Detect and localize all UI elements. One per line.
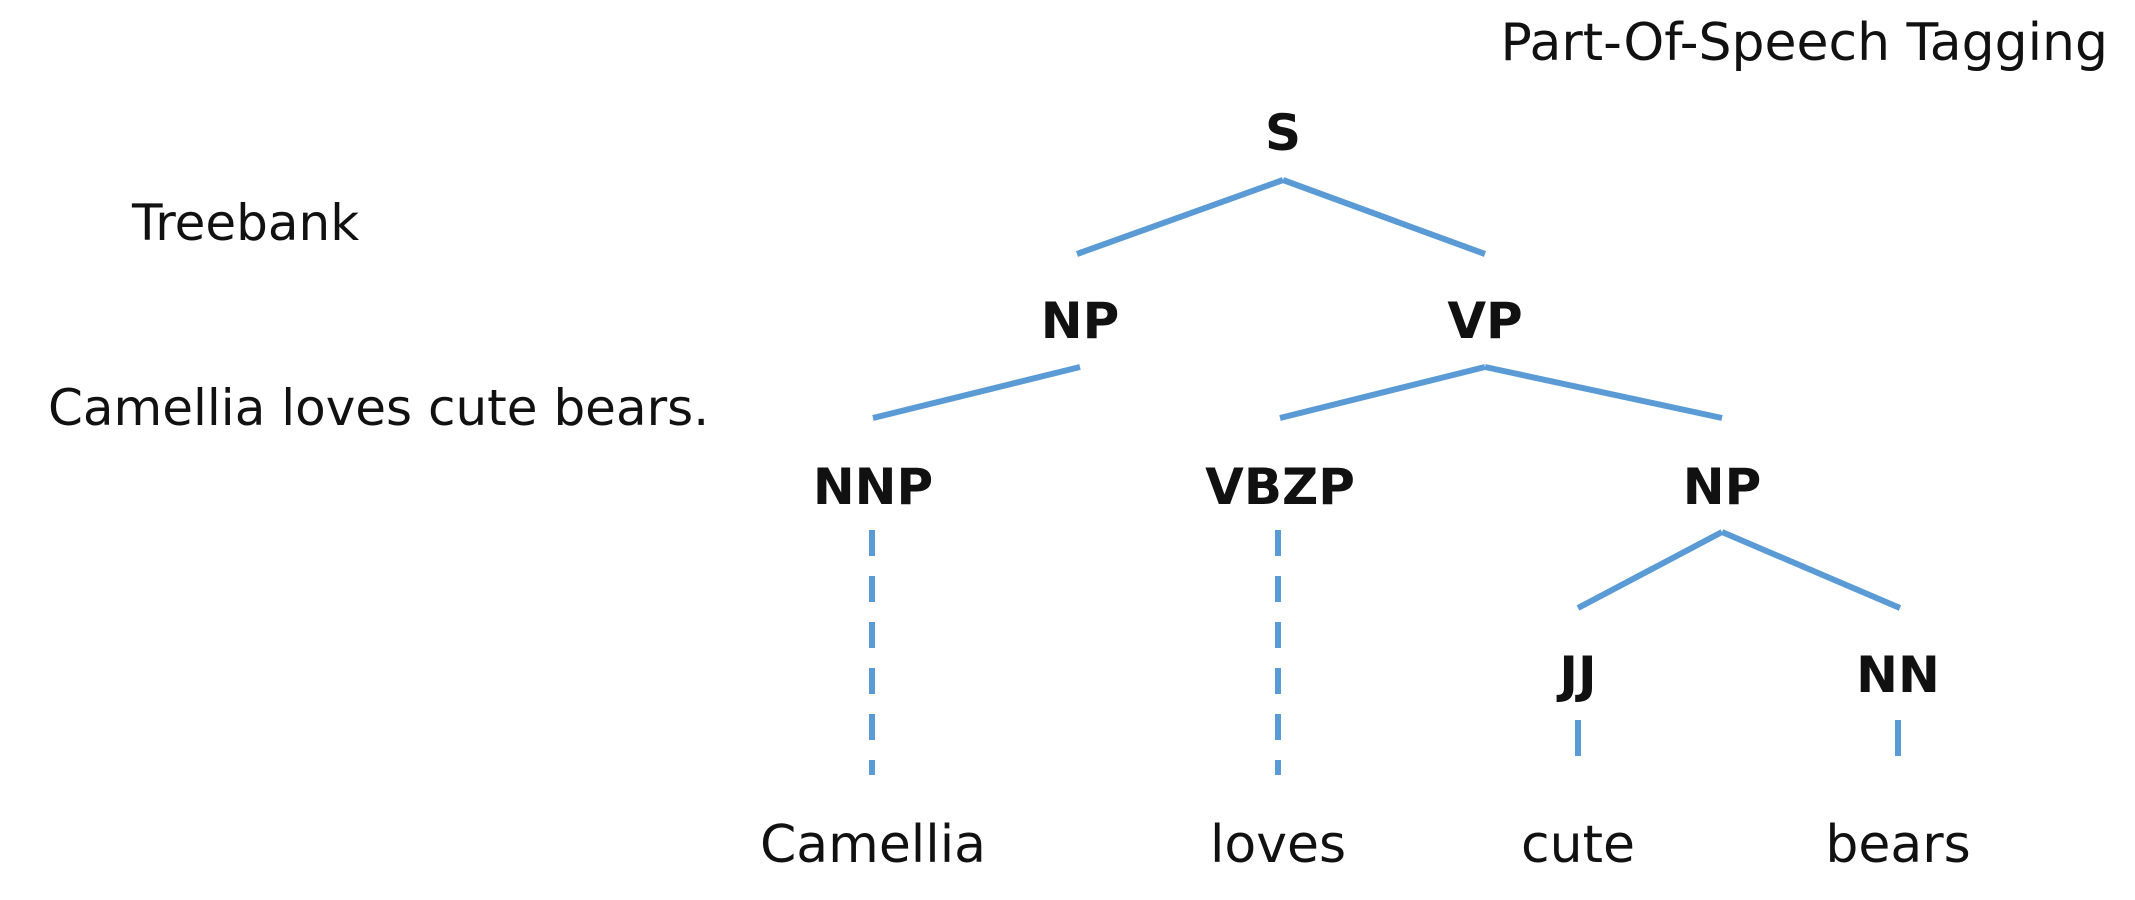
word-camellia: Camellia — [760, 815, 986, 875]
node-jj: JJ — [1556, 646, 1596, 704]
diagram-title: Part-Of-Speech Tagging — [1500, 13, 2108, 73]
edge-vp-np — [1484, 364, 1723, 421]
word-cute: cute — [1521, 815, 1635, 875]
sentence-label: Camellia loves cute bears. — [48, 379, 709, 437]
node-subject-np: NP — [1041, 292, 1120, 350]
word-loves: loves — [1210, 815, 1346, 875]
edge-np-nn — [1720, 529, 1902, 611]
node-nn: NN — [1856, 646, 1940, 704]
edge-np-jj — [1576, 529, 1724, 611]
edge-s-vp — [1281, 177, 1487, 257]
node-object-np: NP — [1683, 458, 1762, 516]
node-vp: VP — [1447, 292, 1522, 350]
edge-vp-vbzp — [1279, 364, 1486, 421]
node-vbzp: VBZP — [1205, 458, 1355, 516]
node-s: S — [1265, 104, 1301, 162]
word-bears: bears — [1825, 815, 1970, 875]
edge-np-nnp — [872, 364, 1081, 421]
treebank-label: Treebank — [131, 194, 359, 252]
node-nnp: NNP — [813, 458, 933, 516]
edge-s-np — [1075, 177, 1285, 257]
